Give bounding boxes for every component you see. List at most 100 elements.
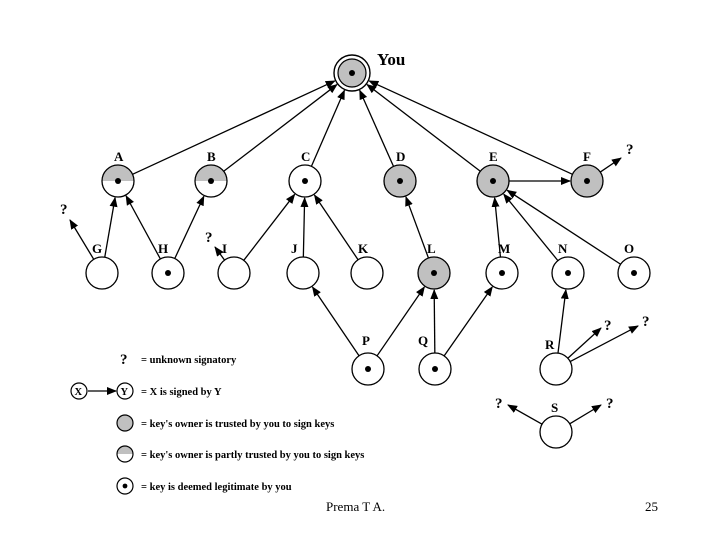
legitimate-dot <box>431 270 437 276</box>
legitimate-dot <box>631 270 637 276</box>
key-node-C: C <box>288 149 322 198</box>
node-label: K <box>358 241 369 256</box>
node-label: J <box>291 241 298 256</box>
edge-M-to-E <box>491 196 502 258</box>
edge-P-to-L <box>376 286 425 357</box>
edge-F-to-You <box>368 80 573 175</box>
node-circle <box>85 256 119 290</box>
key-node-F: F <box>570 149 604 198</box>
edge-H-to-B <box>174 195 205 259</box>
key-node-P: P <box>351 333 385 386</box>
edge-J-to-C <box>300 196 309 258</box>
edge-G-to-A <box>104 196 118 258</box>
key-node-M: M <box>485 241 519 290</box>
legend-trusted-swatch <box>116 414 134 432</box>
footer-author: Prema T A. <box>326 499 386 514</box>
edge-N-to-E <box>503 193 559 262</box>
node-label: L <box>427 241 436 256</box>
legend-legit-text: = key is deemed legitimate by you <box>141 482 292 493</box>
node-label: I <box>222 241 227 256</box>
key-node-R: R <box>539 337 573 386</box>
legend-legit-dot <box>122 483 128 489</box>
legitimate-dot <box>584 178 590 184</box>
unknown-signatory-mark: ? <box>495 396 503 412</box>
legend: ? = unknown signatory X Y = X is signed … <box>70 352 364 495</box>
node-label: Q <box>418 333 428 348</box>
unknown-signatories: ??????? <box>60 142 650 425</box>
legitimate-dot <box>115 178 121 184</box>
legend-trusted-text: = key's owner is trusted by you to sign … <box>141 419 334 430</box>
node-circle <box>286 256 320 290</box>
unknown-arrow-q-R2 <box>569 325 639 363</box>
legitimate-dot <box>432 366 438 372</box>
edge-D-to-You <box>359 89 395 167</box>
legend-signed-text: = X is signed by Y <box>141 387 222 398</box>
node-label: R <box>545 337 555 352</box>
unknown-arrow-q-S2 <box>569 404 602 425</box>
legitimate-dot <box>565 270 571 276</box>
unknown-arrow-q-S1 <box>507 404 543 425</box>
edge-P-to-J <box>311 286 360 357</box>
legend-x-label: X <box>75 387 83 398</box>
footer-page-number: 25 <box>645 499 658 514</box>
edge-I-to-C <box>243 193 296 261</box>
legitimate-dot <box>165 270 171 276</box>
edges <box>104 80 621 357</box>
unknown-signatory-mark: ? <box>604 318 612 334</box>
node-circle <box>539 352 573 386</box>
node-label: G <box>92 241 102 256</box>
node-label: D <box>396 149 405 164</box>
legitimate-dot <box>349 70 355 76</box>
key-node-E: E <box>476 149 510 198</box>
edge-K-to-C <box>313 194 359 261</box>
legend-y-node <box>116 382 134 400</box>
key-node-G: G <box>85 241 119 290</box>
legend-unknown-symbol: ? <box>120 352 128 368</box>
key-node-N: N <box>551 241 585 290</box>
edge-O-to-E <box>506 189 621 265</box>
key-node-A: A <box>101 149 135 198</box>
node-circle <box>217 256 251 290</box>
node-label: O <box>624 241 634 256</box>
edge-Q-to-L <box>430 288 439 354</box>
key-node-I: I <box>217 241 251 290</box>
legitimate-dot <box>365 366 371 372</box>
key-node-S: S <box>539 400 573 449</box>
key-node-L: L <box>417 241 451 290</box>
unknown-signatory-mark: ? <box>626 142 634 158</box>
unknown-arrow-q-I <box>214 246 226 261</box>
edge-Q-to-M <box>443 286 493 357</box>
legitimate-dot <box>499 270 505 276</box>
edge-E-to-You <box>366 83 481 172</box>
key-node-O: O <box>617 241 651 290</box>
key-node-You: You <box>333 50 405 92</box>
node-circle <box>539 415 573 449</box>
key-node-H: H <box>151 241 185 290</box>
node-label: A <box>114 149 124 164</box>
node-label: You <box>377 50 405 69</box>
unknown-signatory-mark: ? <box>205 230 213 246</box>
node-circle <box>350 256 384 290</box>
unknown-signatory-mark: ? <box>60 202 68 218</box>
legitimate-dot <box>302 178 308 184</box>
node-label: C <box>301 149 310 164</box>
key-node-D: D <box>383 149 417 198</box>
key-node-K: K <box>350 241 384 290</box>
unknown-arrow-q-F <box>599 157 622 173</box>
legend-partial-swatch <box>116 445 134 463</box>
legitimate-dot <box>490 178 496 184</box>
node-label: H <box>158 241 168 256</box>
edge-C-to-You <box>310 89 346 167</box>
unknown-arrow-q-G <box>69 219 95 260</box>
edge-H-to-A <box>125 195 161 260</box>
node-label: F <box>583 149 591 164</box>
unknown-arrow-q-R1 <box>567 327 602 359</box>
key-node-J: J <box>286 241 320 290</box>
node-label: B <box>207 149 216 164</box>
node-label: P <box>362 333 370 348</box>
node-label: N <box>558 241 568 256</box>
node-label: M <box>498 241 510 256</box>
